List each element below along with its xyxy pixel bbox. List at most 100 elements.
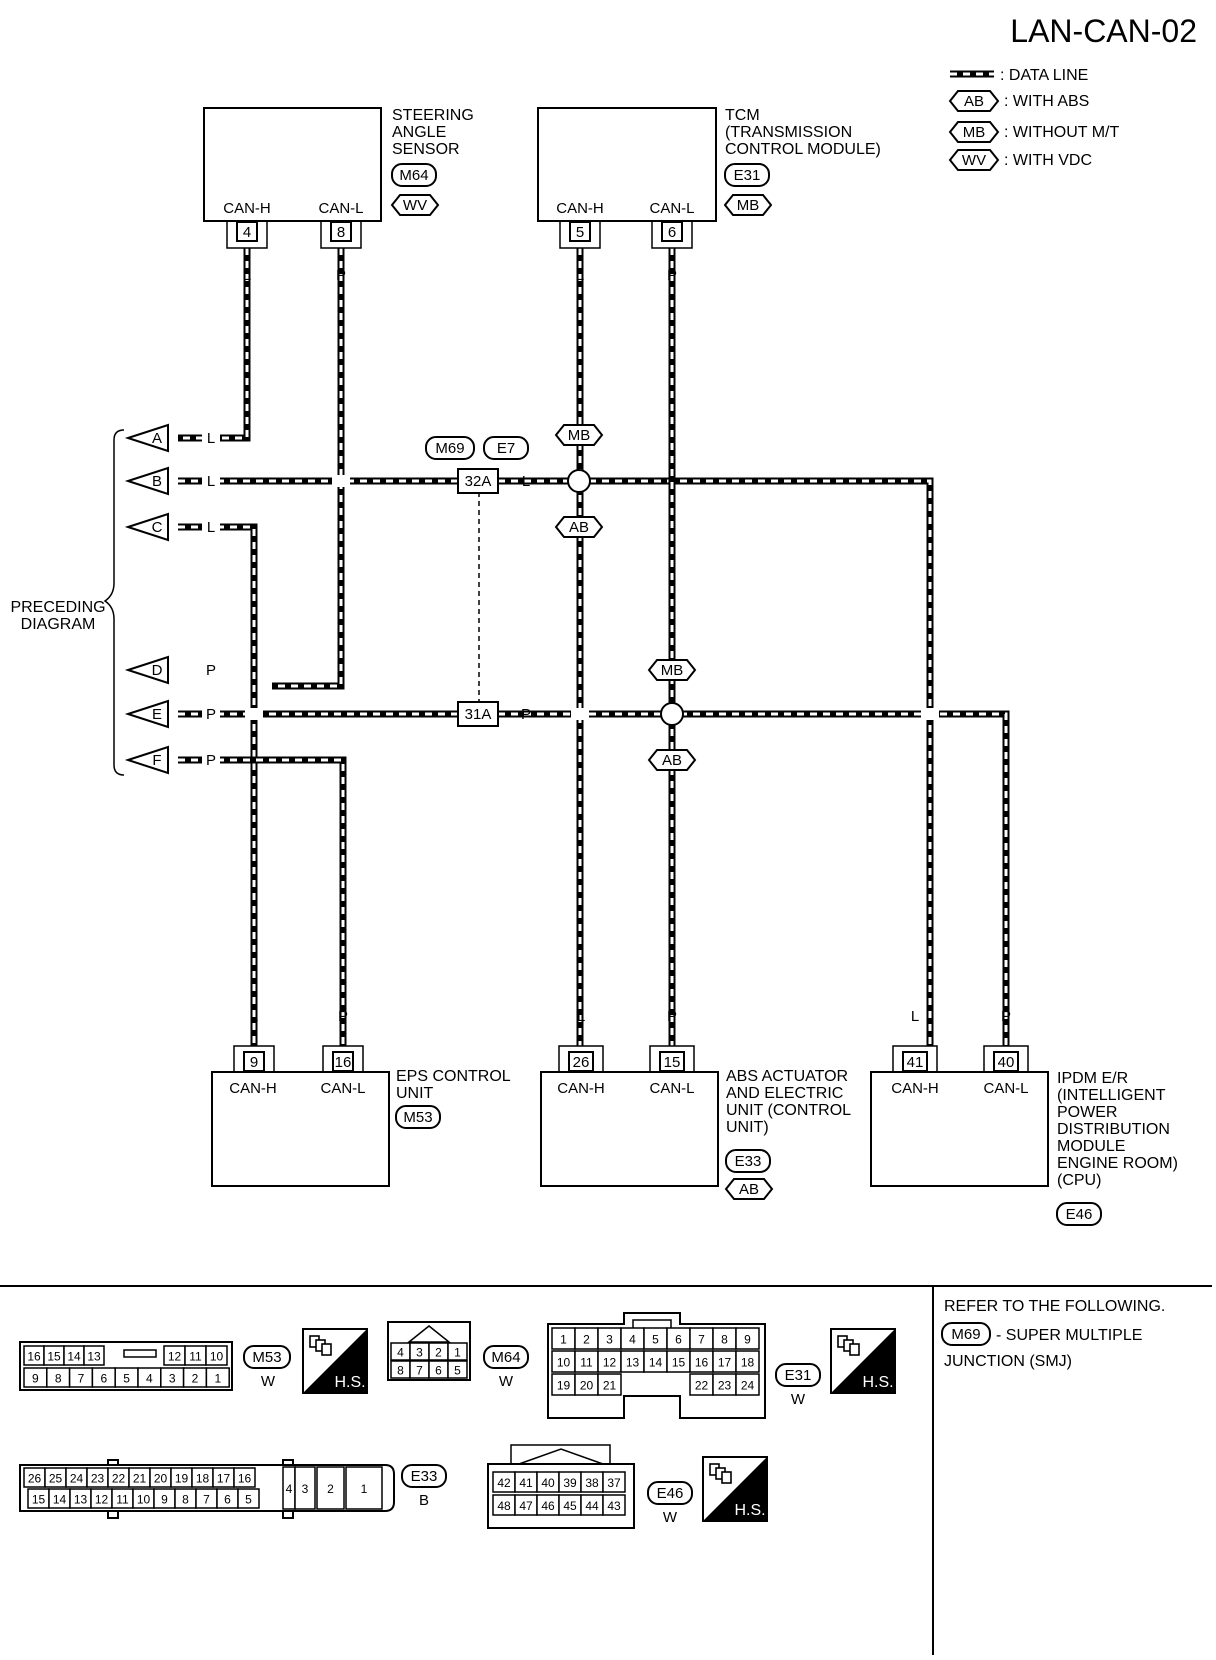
pin-number: 1 — [361, 1482, 368, 1496]
pin-number: 16 — [27, 1350, 41, 1364]
svg-text:M53: M53 — [252, 1349, 281, 1366]
ipdm-wire-h-color: L — [911, 1008, 919, 1025]
pin-number: 2 — [583, 1333, 590, 1347]
pin-number: 25 — [49, 1472, 63, 1486]
pin-cell — [233, 1467, 256, 1488]
tcm-name-1: TCM — [725, 107, 760, 124]
pin-cell — [597, 1373, 622, 1396]
face-e46-badge: E46 — [647, 1481, 693, 1505]
pin-cell — [602, 1494, 626, 1516]
pin-number: 40 — [541, 1476, 555, 1490]
tcm-pin-h-number: 5 — [576, 224, 584, 241]
preceding-arrow-letter: B — [152, 473, 162, 490]
svg-text:MB: MB — [963, 124, 986, 141]
preceding-label-1: PRECEDING — [10, 599, 105, 616]
abs-pin-l-number: 15 — [664, 1054, 681, 1071]
eps-pin-l-signal: CAN-L — [320, 1080, 365, 1097]
svg-text:AB: AB — [739, 1181, 759, 1198]
pin-number: 2 — [435, 1346, 442, 1360]
pin-number: 42 — [497, 1476, 511, 1490]
pin-number: 4 — [286, 1482, 293, 1496]
legend: : DATA LINE AB : WITH ABS MB : WITHOUT M… — [948, 67, 1119, 171]
pin-number: 2 — [327, 1482, 334, 1496]
preceding-arrow-letter: F — [152, 752, 161, 769]
pin-number: 6 — [435, 1364, 442, 1378]
abs-wire-h-color: L — [577, 1008, 585, 1025]
pin-cell — [316, 1466, 345, 1510]
pin-number: 24 — [70, 1472, 84, 1486]
pin-number: 47 — [519, 1499, 533, 1513]
pin-number: 1 — [560, 1333, 567, 1347]
pin-number: 48 — [497, 1499, 511, 1513]
abs-pin-l-signal: CAN-L — [649, 1080, 694, 1097]
pin-cell — [294, 1466, 316, 1510]
preceding-label-2: DIAGRAM — [21, 616, 96, 633]
pin-number: 5 — [652, 1333, 659, 1347]
abs-name-3: UNIT (CONTROL — [726, 1102, 851, 1119]
smj: M69 E7 32A L 31A P — [425, 436, 531, 727]
pin-number: 41 — [519, 1476, 533, 1490]
ipdm-name-4: DISTRIBUTION — [1057, 1121, 1170, 1138]
ipdm-name-5: MODULE — [1057, 1138, 1125, 1155]
pin-number: 46 — [541, 1499, 555, 1513]
abs-name-1: ABS ACTUATOR — [726, 1068, 848, 1085]
data-lines — [178, 248, 1010, 1046]
ipdm-name-1: IPDM E/R — [1057, 1070, 1128, 1087]
steering-pin-h-number: 4 — [243, 224, 251, 241]
pin-number: 17 — [217, 1472, 231, 1486]
pin-number: 5 — [123, 1372, 130, 1386]
face-e31-color: W — [791, 1391, 806, 1408]
face-m64-badge: M64 — [483, 1345, 529, 1369]
eps-pin-h-signal: CAN-H — [229, 1080, 277, 1097]
pin-cell — [447, 1360, 468, 1379]
pin-number: 10 — [557, 1356, 571, 1370]
pin-number: 45 — [563, 1499, 577, 1513]
pin-number: 15 — [672, 1356, 686, 1370]
pin-number: 19 — [175, 1472, 189, 1486]
pin-number: 6 — [675, 1333, 682, 1347]
eps-control-unit: L P 9 16 CAN-H CAN-L EPS CONTROL UNIT M5… — [211, 1008, 511, 1187]
steering-name-3: SENSOR — [392, 141, 460, 158]
pin-number: 7 — [416, 1364, 423, 1378]
legend-ab-tag: AB — [948, 90, 1000, 112]
pin-number: 21 — [133, 1472, 147, 1486]
abs-actuator-unit: L P 26 15 CAN-H CAN-L ABS ACTUATOR AND E… — [540, 1008, 851, 1200]
abs-wire-l-color: P — [667, 1008, 677, 1025]
steering-pin-h-signal: CAN-H — [223, 200, 271, 217]
tcm-option-tag: MB — [723, 194, 773, 216]
face-m53-badge: M53 — [243, 1345, 291, 1369]
face-e33-color: B — [419, 1492, 429, 1509]
preceding-wire-color: L — [207, 519, 215, 536]
steering-connector-badge: M64 — [391, 163, 437, 187]
branch-tag-mb-canh: MB — [554, 424, 604, 446]
preceding-wire-color: L — [207, 430, 215, 447]
refer-note: REFER TO THE FOLLOWING. M69 - SUPER MULT… — [941, 1298, 1165, 1370]
splice-can-l — [660, 702, 684, 726]
pin-number: 14 — [649, 1356, 663, 1370]
abs-pin-h-signal: CAN-H — [557, 1080, 605, 1097]
svg-text:M64: M64 — [491, 1349, 520, 1366]
svg-text:E31: E31 — [785, 1367, 812, 1384]
pin-number: 7 — [698, 1333, 705, 1347]
pin-number: 4 — [629, 1333, 636, 1347]
ipdm-name-2: (INTELLIGENT — [1057, 1087, 1166, 1104]
svg-text:M53: M53 — [403, 1109, 432, 1126]
eps-wire-h-color: L — [250, 1008, 258, 1025]
svg-text:M69: M69 — [435, 440, 464, 457]
ipdm-wire-l-color: P — [1001, 1008, 1011, 1025]
ipdm-pin-l-number: 40 — [998, 1054, 1015, 1071]
preceding-wire-color: P — [206, 752, 216, 769]
tcm-connector-badge: E31 — [724, 163, 770, 187]
svg-text:AB: AB — [569, 519, 589, 536]
steering-pin-l-terminal — [330, 221, 352, 242]
eps-connector-badge: M53 — [395, 1105, 441, 1129]
steering-box — [203, 107, 382, 222]
legend-with-abs: : WITH ABS — [1004, 93, 1089, 110]
pin-cell — [345, 1466, 383, 1510]
pin-number: 14 — [67, 1350, 81, 1364]
preceding-wire-color: L — [207, 473, 215, 490]
